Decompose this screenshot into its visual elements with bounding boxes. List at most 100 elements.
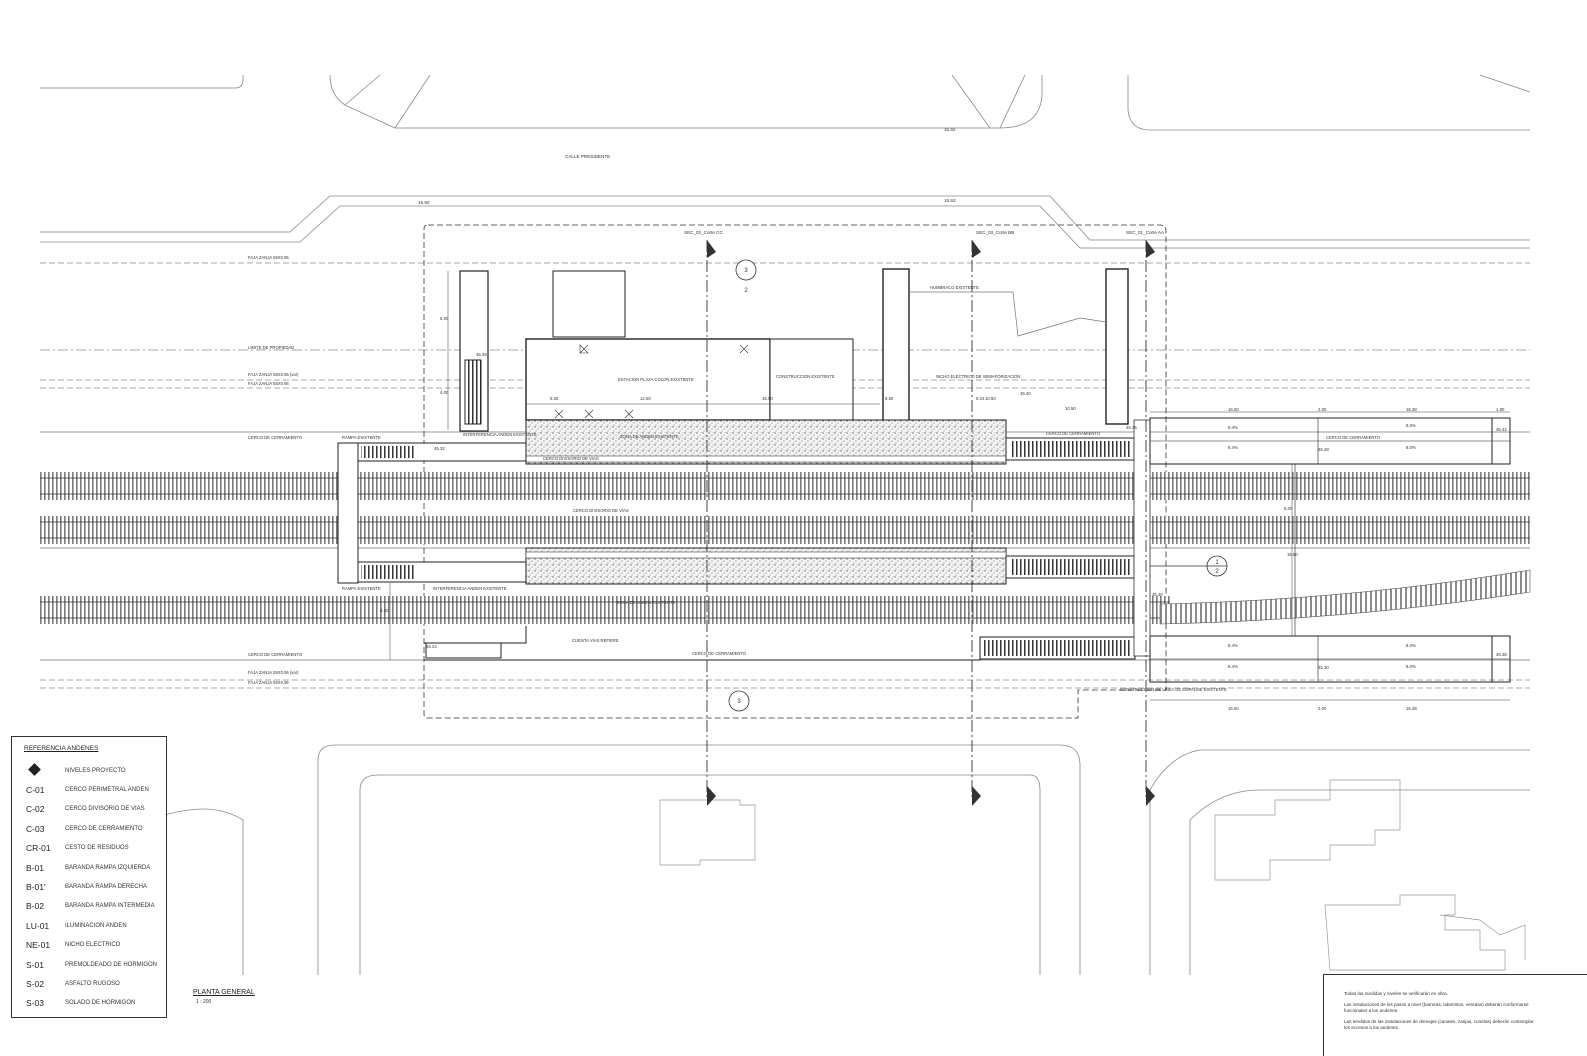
legend-desc: ILUMINACION ANDEN [65, 923, 127, 929]
vdim-600: 6.00 [440, 316, 449, 321]
legend-desc: PREMOLDEADO DE HORMIGON [65, 962, 158, 968]
bdim-1650: 16.50 [1228, 706, 1239, 711]
slope-84b: 8.4% [1228, 445, 1238, 450]
level-9: 45.30 [1152, 592, 1163, 597]
line-label-faja-bot2: FAJA ZANJA 55X0.95 [248, 680, 289, 685]
label-via: CERCO DIVISORIO DE VIAS [573, 508, 629, 513]
note-text: Las instalaciones de los pasos a nivel (… [1344, 1002, 1529, 1013]
legend-code: NE-01 [26, 940, 51, 950]
legend-desc: BARANDA RAMPA IZQUIERDA [65, 865, 151, 871]
label-station: ESTACION PLAZA COLON EXISTENTE [618, 377, 694, 382]
section-cut-lines [706, 240, 1147, 800]
legend-row: B-02 BARANDA RAMPA INTERMEDIA [12, 898, 166, 916]
legend-row: S-01 PREMOLDEADO DE HORMIGON [12, 957, 166, 975]
street-name-label: CALLE PRESIDENTE [565, 154, 610, 159]
building-label-texts: ESTACION PLAZA COLON EXISTENTE CONSTRUCC… [342, 285, 1381, 692]
legend-row: CR-01 CESTO DE RESIDUOS [12, 840, 166, 858]
rail-tracks [40, 472, 1531, 625]
station-buildings [459, 268, 1129, 432]
dim-1050b: 10.50 [1065, 406, 1076, 411]
section-label-aa: SEC_01_Corte AA [1126, 230, 1165, 235]
legend-code: B-01 [26, 863, 44, 873]
right-ramps [1149, 417, 1511, 683]
street-outlines-top [40, 74, 1531, 249]
dim-1650: 16.50 [1228, 407, 1239, 412]
legend-row: C-01 CERCO PERIMETRAL ANDEN [12, 782, 166, 800]
level-10: 45.24 [426, 644, 437, 649]
legend-code: S-02 [26, 979, 44, 989]
gate-outline [909, 291, 1107, 337]
label-gate: HUMBRACO EXISTENTE [930, 285, 979, 290]
line-label-limite: LIMITE DE PROPIEDAD [248, 345, 294, 350]
section-labels: SEC_02_Corte CC SEC_03_Corte BB SEC_01_C… [684, 230, 1165, 235]
note-text: Las tendidos de las instalaciones de dre… [1344, 1019, 1534, 1030]
bottom-enclosure [424, 626, 981, 661]
legend-code: C-01 [26, 785, 45, 795]
legend-row: NIVELES PROYECTO [12, 763, 166, 781]
label-interferencia-bot: INTERFERENCIA ANDEN EXISTENTE [433, 586, 507, 591]
level-diamond-icon [28, 763, 41, 776]
legend-code: B-02 [26, 901, 44, 911]
label-construccion-bot: CONSTRUCCION DE LINEA DE EMPALME EXISTEN… [1120, 687, 1227, 692]
level-1: 45.32 [434, 446, 445, 451]
legend-row: NE-01 NICHO ELECTRICO [12, 937, 166, 955]
level-4: 45.35 [1126, 425, 1137, 430]
level-5: 45.28 [1318, 447, 1329, 452]
legend-row: S-02 ASFALTO RUGOSO [12, 976, 166, 994]
vdim-500: 5.00 [1284, 506, 1293, 511]
marker-right-number: 1 [1215, 560, 1219, 566]
dim-200: 2.00 [1318, 407, 1327, 412]
furniture-symbols [554, 344, 749, 419]
level-2: 45.26 [476, 352, 487, 357]
label-ramp-existing-top: RAMPA EXISTENTE [342, 435, 381, 440]
label-niche: NICHO ELECTRICO DE SEMAFORIZACION [936, 374, 1020, 379]
label-anden-note-top: ZONA DE ANDEN EXISTENTE [620, 434, 679, 439]
legend-row: C-03 CERCO DE CERRAMIENTO [12, 821, 166, 839]
legend-row: B-01 BARANDA RAMPA IZQUIERDA [12, 860, 166, 878]
slope-84c: 8.4% [1228, 643, 1238, 648]
marker-bottom-number: 3 [737, 699, 741, 705]
legend-desc: BARANDA RAMPA INTERMEDIA [65, 903, 155, 909]
legend-title: REFERENCIA ANDENES [24, 745, 99, 752]
slope-84d: 8.4% [1228, 664, 1238, 669]
small-buildings-bottom [659, 779, 1526, 971]
legend-desc: SOLADO DE HORMIGON [65, 1000, 136, 1006]
dim-1250: 12.50 [640, 396, 651, 401]
legend-row: LU-01 ILUMINACION ANDEN [12, 918, 166, 936]
legend-code: S-03 [26, 998, 44, 1008]
legend-desc: CERCO DE CERRAMIENTO [65, 826, 143, 832]
legend-desc: CERCO DIVISORIO DE VIAS [65, 806, 145, 812]
legend-code: C-02 [26, 804, 45, 814]
dimension-lines [389, 271, 1510, 701]
dim-925: 9.25 [550, 396, 559, 401]
legend-row: S-03 SOLADO DE HORMIGON [12, 995, 166, 1013]
legend-desc: NICHO ELECTRICO [65, 942, 121, 948]
marker-top-sub: 2 [744, 288, 748, 294]
dim-180: 1.80 [1496, 407, 1505, 412]
label-construction: CONSTRUCCION EXISTENTE [776, 374, 835, 379]
legend-desc: BARANDA RAMPA DERECHA [65, 884, 147, 890]
line-label-texts: FAJA ZANJA 55X0.95 LIMITE DE PROPIEDAD F… [248, 255, 303, 685]
dim-926: 9.24 [976, 396, 985, 401]
label-ped-cross: CERCO DIVISORIO DE VIAS [543, 456, 599, 461]
label-anden-note-bot: ZONA DE ANDEN EXISTENTE [617, 600, 676, 605]
line-label-cerco-top: CERCO DE CERRAMIENTO [248, 435, 303, 440]
line-label-faja-bot1: FAJA ZANJA 55X0.95 (var) [248, 670, 299, 675]
street-texts: CALLE PRESIDENTE 15.90 15.92 15.93 [418, 127, 956, 205]
section-arrows [707, 240, 1155, 806]
level-7: 45.42 [1496, 427, 1507, 432]
street-level-1: 15.90 [418, 200, 430, 205]
legend-code: C-03 [26, 824, 45, 834]
section-label-bb: SEC_03_Corte BB [976, 230, 1014, 235]
legend-desc: ASFALTO RUGOSO [65, 981, 120, 987]
legend-desc: CERCO PERIMETRAL ANDEN [65, 787, 149, 793]
dim-950: 9.50 [885, 396, 894, 401]
legend-box: REFERENCIA ANDENES NIVELES PROYECTO C-01… [11, 736, 167, 1018]
legend-row: B-01' BARANDA RAMPA DERECHA [12, 879, 166, 897]
plan-scale: 1 : 200 [196, 999, 212, 1005]
plan-title: PLANTA GENERAL [193, 989, 255, 996]
level-8: 45.38 [1496, 652, 1507, 657]
label-pedestrian: INTERFERENCIA ANDEN EXISTENTE [463, 432, 537, 437]
marker-texts: 3 2 3 1 2 [737, 268, 1219, 705]
